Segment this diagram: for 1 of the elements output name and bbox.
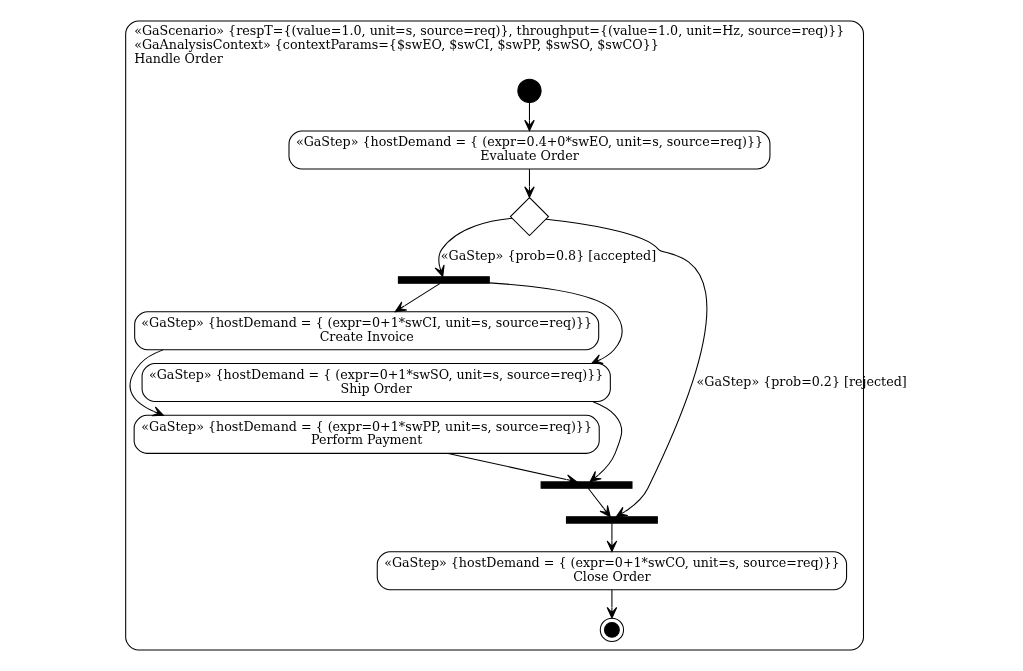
- edge-label: «GaStep» {prob=0.8} [accepted]: [440, 247, 657, 263]
